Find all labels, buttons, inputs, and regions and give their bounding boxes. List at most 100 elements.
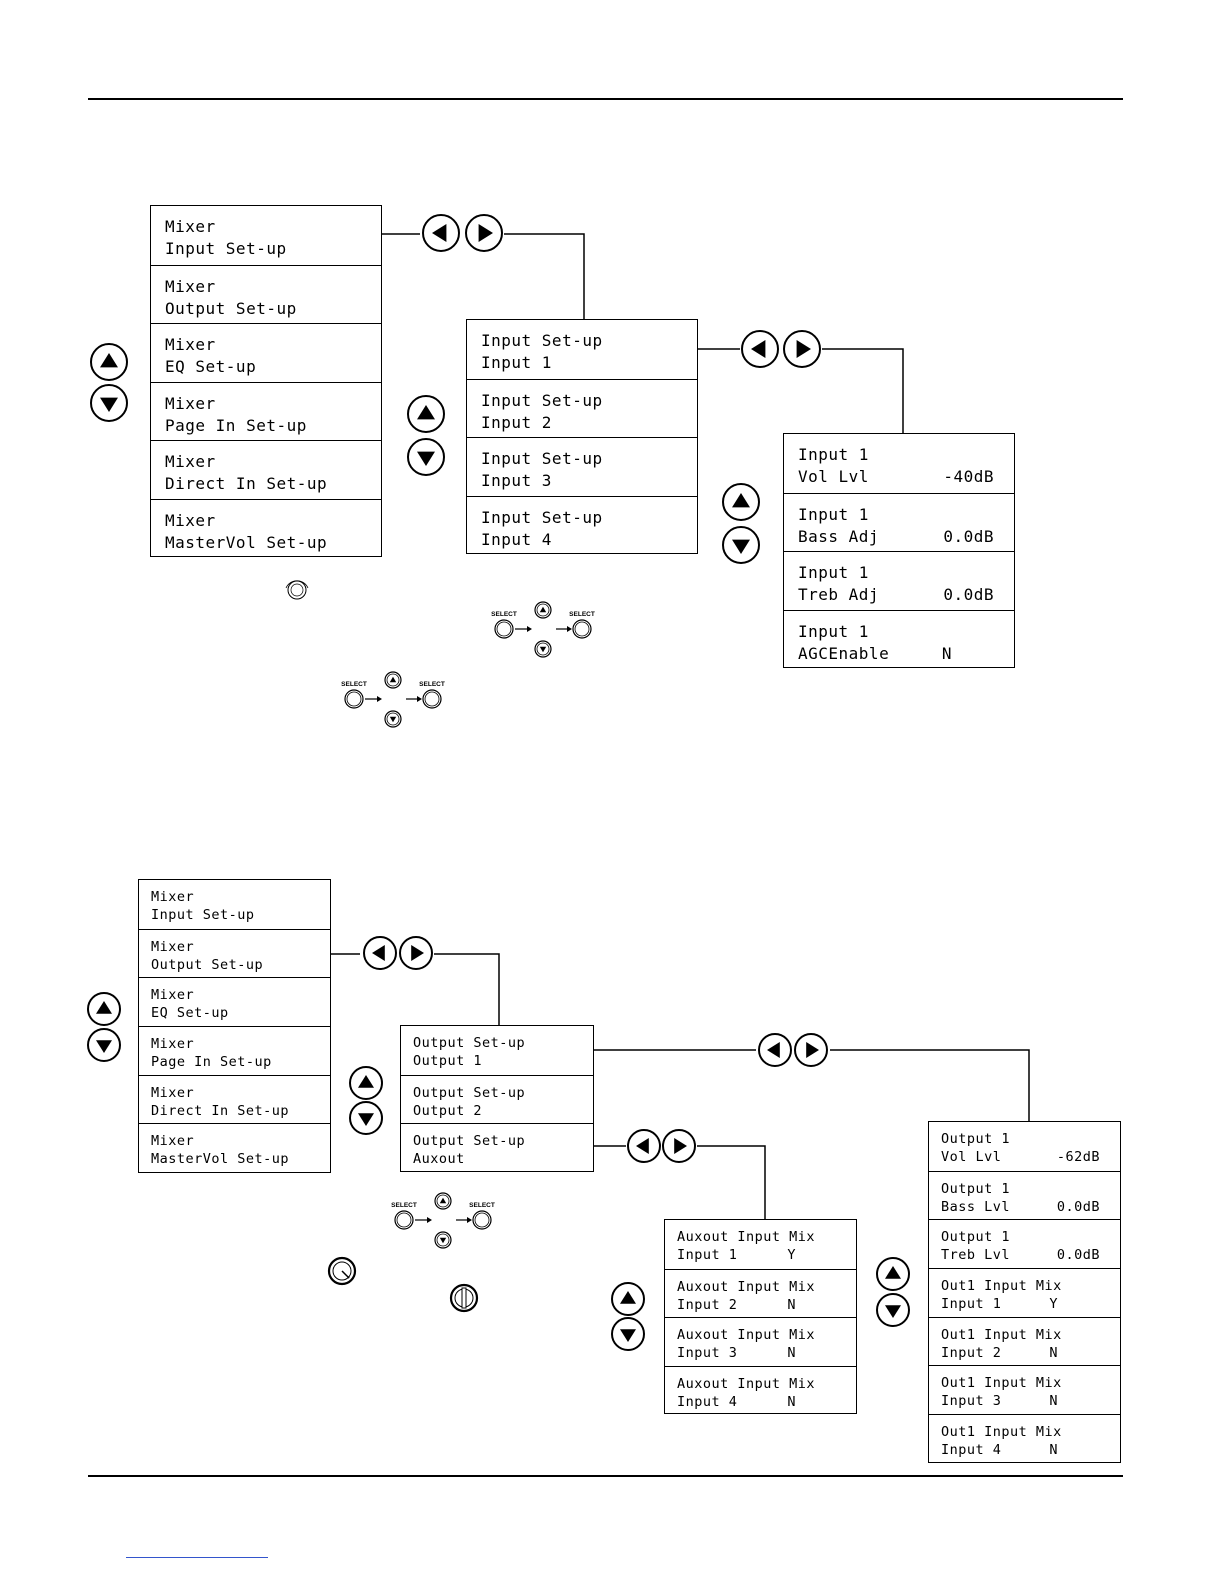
- left-arrow-icon: [758, 1033, 792, 1067]
- menu-item: Input 3: [677, 1345, 738, 1362]
- up-button[interactable]: [610, 1281, 646, 1317]
- menu-title: Output 1: [941, 1180, 1011, 1197]
- menu-title: Out1 Input Mix: [941, 1375, 1062, 1392]
- menu-title: Mixer: [165, 217, 216, 236]
- svg-text:SELECT: SELECT: [469, 1202, 495, 1209]
- menu-item: Page In Set-up: [151, 1054, 272, 1071]
- right-button[interactable]: [782, 329, 822, 369]
- up-button[interactable]: [89, 342, 129, 382]
- menu-item: Bass Lvl: [941, 1198, 1011, 1215]
- up-button[interactable]: [86, 991, 122, 1027]
- menu-item: Treb Adj: [798, 585, 880, 604]
- menu-item: Vol Lvl: [798, 467, 869, 486]
- menu-value: N: [1049, 1344, 1058, 1361]
- right-button[interactable]: [464, 213, 504, 253]
- menu-value: Y: [1049, 1296, 1058, 1313]
- left-button[interactable]: [362, 935, 398, 971]
- menu-item: Input Set-up: [165, 239, 287, 258]
- left-arrow-icon: [741, 330, 779, 368]
- up-button[interactable]: [875, 1256, 911, 1292]
- left-button[interactable]: [421, 213, 461, 253]
- menu-title: Output 1: [941, 1131, 1011, 1147]
- down-button[interactable]: [406, 437, 446, 477]
- menu-title: Input 1: [798, 445, 869, 464]
- volume-knob-icon: [449, 1283, 479, 1313]
- menu-title: Mixer: [165, 510, 216, 530]
- menu-item: Input 1: [481, 353, 552, 372]
- menu-title: Input 1: [798, 621, 869, 641]
- left-button[interactable]: [740, 329, 780, 369]
- rotary-knob[interactable]: [284, 577, 310, 603]
- down-arrow-icon: [349, 1101, 383, 1135]
- right-arrow-icon: [399, 936, 433, 970]
- right-arrow-icon: [783, 330, 821, 368]
- right-arrow-icon: [662, 1129, 696, 1163]
- menu-item: Vol Lvl: [941, 1149, 1002, 1165]
- up-button[interactable]: [348, 1065, 384, 1101]
- down-button[interactable]: [348, 1100, 384, 1136]
- menu-item: Input 3: [481, 471, 552, 490]
- up-arrow-icon: [611, 1282, 645, 1316]
- rotary-knob-icon: [327, 1256, 357, 1286]
- menu-title: Mixer: [151, 987, 195, 1004]
- menu-screen: Mixer EQ Set-up: [151, 323, 381, 382]
- menu-item: Output 2: [413, 1102, 483, 1119]
- menu-item: Input 4: [481, 529, 552, 549]
- rotary-knob[interactable]: [325, 1254, 359, 1288]
- menu-title: Output Set-up: [413, 1035, 526, 1051]
- menu-title: Mixer: [165, 335, 216, 354]
- menu-title: Input 1: [798, 563, 869, 582]
- menu-item: Output 1: [413, 1053, 483, 1069]
- right-button[interactable]: [661, 1128, 697, 1164]
- menu-title: Auxout Input Mix: [677, 1327, 816, 1344]
- menu-item: Input 2: [481, 412, 552, 432]
- left-button[interactable]: [757, 1032, 793, 1068]
- menu-item: EQ Set-up: [165, 357, 257, 376]
- down-arrow-icon: [611, 1317, 645, 1351]
- left-arrow-icon: [422, 214, 460, 252]
- menu-value: Y: [787, 1247, 796, 1263]
- right-button[interactable]: [398, 935, 434, 971]
- left-arrow-icon: [363, 936, 397, 970]
- down-button[interactable]: [875, 1292, 911, 1328]
- menu-value: 0.0dB: [943, 585, 994, 604]
- menu-value: N: [1049, 1442, 1058, 1459]
- up-arrow-icon: [90, 343, 128, 381]
- footer-link-underline: [126, 1557, 268, 1558]
- menu-value: N: [787, 1296, 796, 1313]
- menu-title: Input Set-up: [481, 390, 603, 410]
- volume-knob[interactable]: [447, 1281, 481, 1315]
- left-button[interactable]: [626, 1128, 662, 1164]
- menu-value: 0.0dB: [1056, 1198, 1100, 1215]
- menu-value: 0.0dB: [943, 526, 994, 546]
- up-button[interactable]: [721, 482, 761, 522]
- menu-title: Input Set-up: [481, 507, 603, 527]
- menu-item: Input 2: [941, 1344, 1002, 1361]
- down-button[interactable]: [86, 1027, 122, 1063]
- down-button[interactable]: [610, 1316, 646, 1352]
- right-button[interactable]: [793, 1032, 829, 1068]
- svg-text:SELECT: SELECT: [419, 681, 445, 688]
- svg-text:SELECT: SELECT: [491, 611, 517, 618]
- up-button[interactable]: [406, 394, 446, 434]
- down-button[interactable]: [89, 383, 129, 423]
- down-button[interactable]: [721, 525, 761, 565]
- menu-screen: Input 1 Treb Adj 0.0dB: [784, 551, 1014, 610]
- up-arrow-icon: [407, 395, 445, 433]
